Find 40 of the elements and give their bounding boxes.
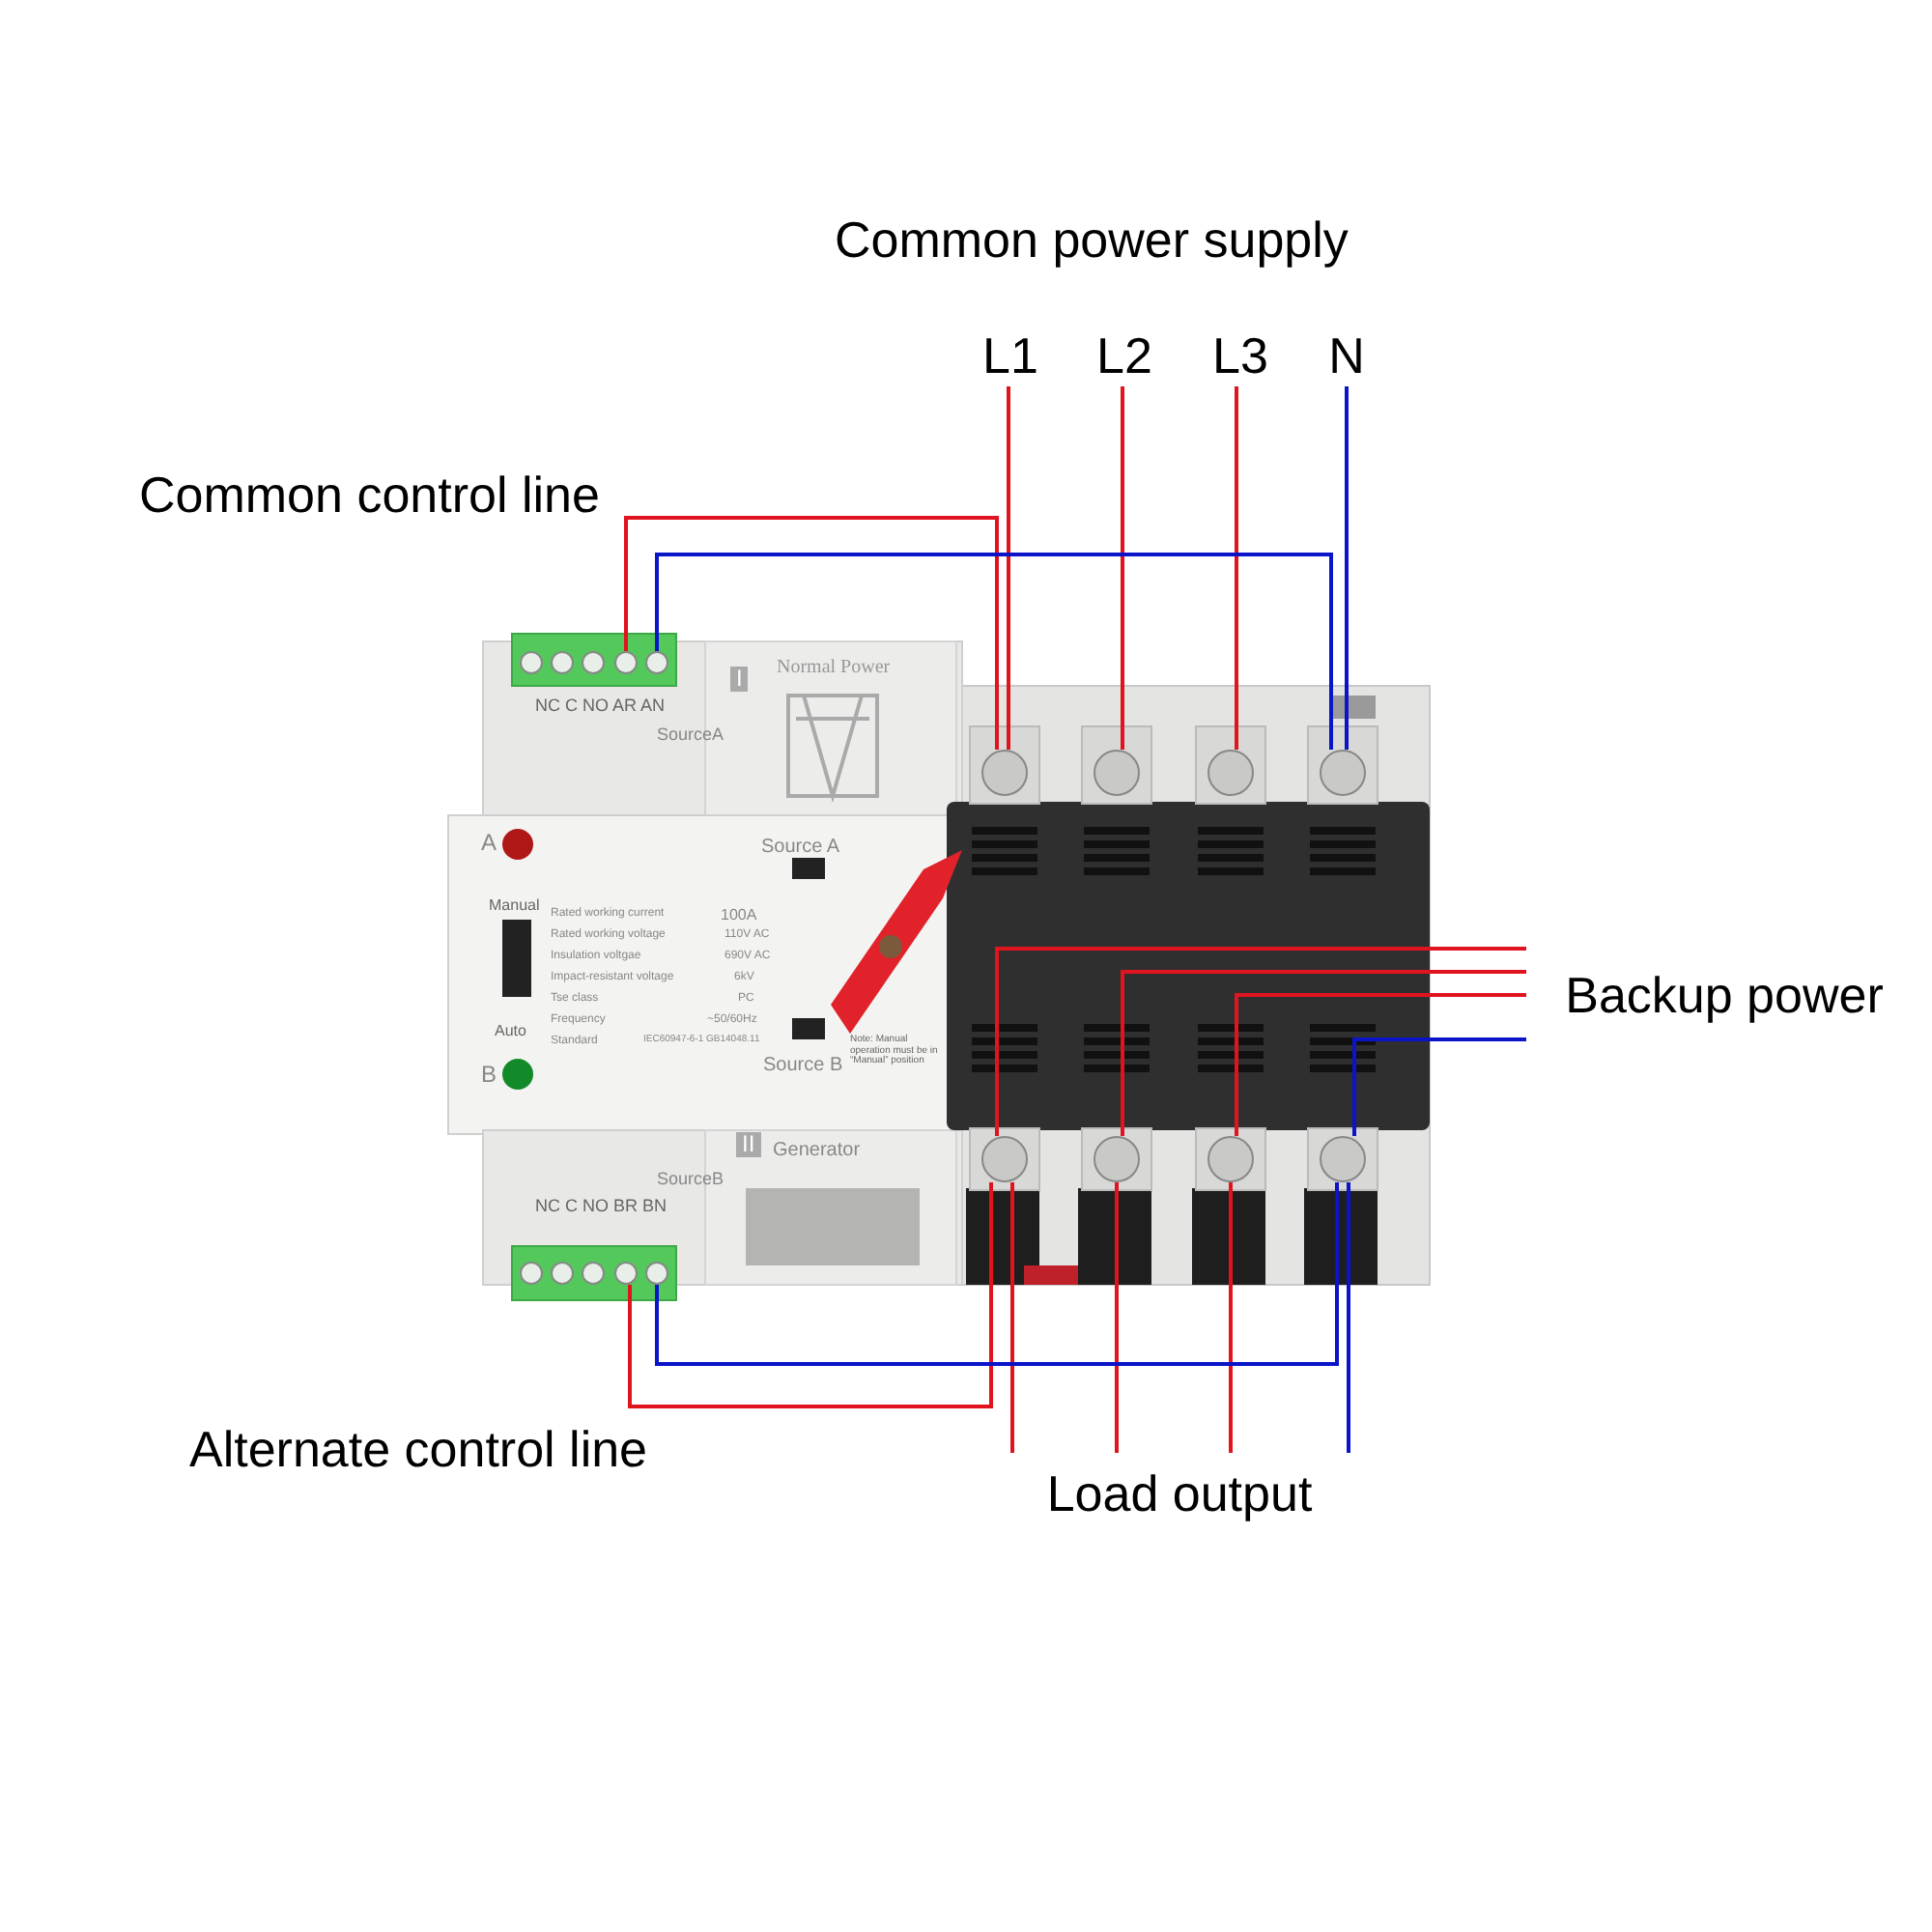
callout-text: Load output xyxy=(1046,1463,1313,1523)
wire xyxy=(1345,386,1349,750)
wire xyxy=(628,1182,993,1408)
switch-label: Manual xyxy=(489,898,540,916)
source-label: SourceB xyxy=(657,1171,724,1190)
heading-label: Common power supply xyxy=(835,213,1349,269)
indicator-label: B xyxy=(481,1063,497,1089)
terminal-label: NC C NO AR AN xyxy=(535,697,666,717)
wire xyxy=(995,947,1526,1136)
panel-label: Normal Power xyxy=(777,657,891,678)
phase-label: L3 xyxy=(1212,326,1268,385)
wire xyxy=(1007,386,1010,750)
wire xyxy=(1229,1182,1233,1453)
indicator-label: A xyxy=(481,831,497,857)
source-label: SourceA xyxy=(657,726,724,746)
wire xyxy=(624,516,999,750)
switch-label: Auto xyxy=(495,1024,526,1041)
phase-label: L1 xyxy=(982,326,1038,385)
wire xyxy=(1352,1037,1526,1136)
wire xyxy=(1347,1182,1350,1453)
source-label: Source A xyxy=(761,837,840,858)
section-number: I xyxy=(730,667,749,693)
wire xyxy=(1235,993,1526,1136)
wire xyxy=(655,553,1333,750)
callout-text: Backup power xyxy=(1565,965,1884,1025)
heading-label: Common control line xyxy=(139,468,600,524)
wire xyxy=(655,1182,1339,1366)
source-label: Source B xyxy=(763,1055,843,1076)
phase-label: L2 xyxy=(1096,326,1152,385)
wire xyxy=(1121,970,1526,1136)
wire xyxy=(1115,1182,1119,1453)
wire xyxy=(1010,1182,1014,1453)
terminal-label: NC C NO BR BN xyxy=(535,1198,668,1217)
neutral-label: N xyxy=(1328,326,1365,385)
section-number: II xyxy=(736,1132,761,1158)
heading-label: Alternate control line xyxy=(189,1422,648,1478)
wire xyxy=(1121,386,1124,750)
wire xyxy=(1235,386,1238,750)
rating-value: 100A xyxy=(721,908,757,925)
panel-label: Generator xyxy=(773,1140,861,1161)
